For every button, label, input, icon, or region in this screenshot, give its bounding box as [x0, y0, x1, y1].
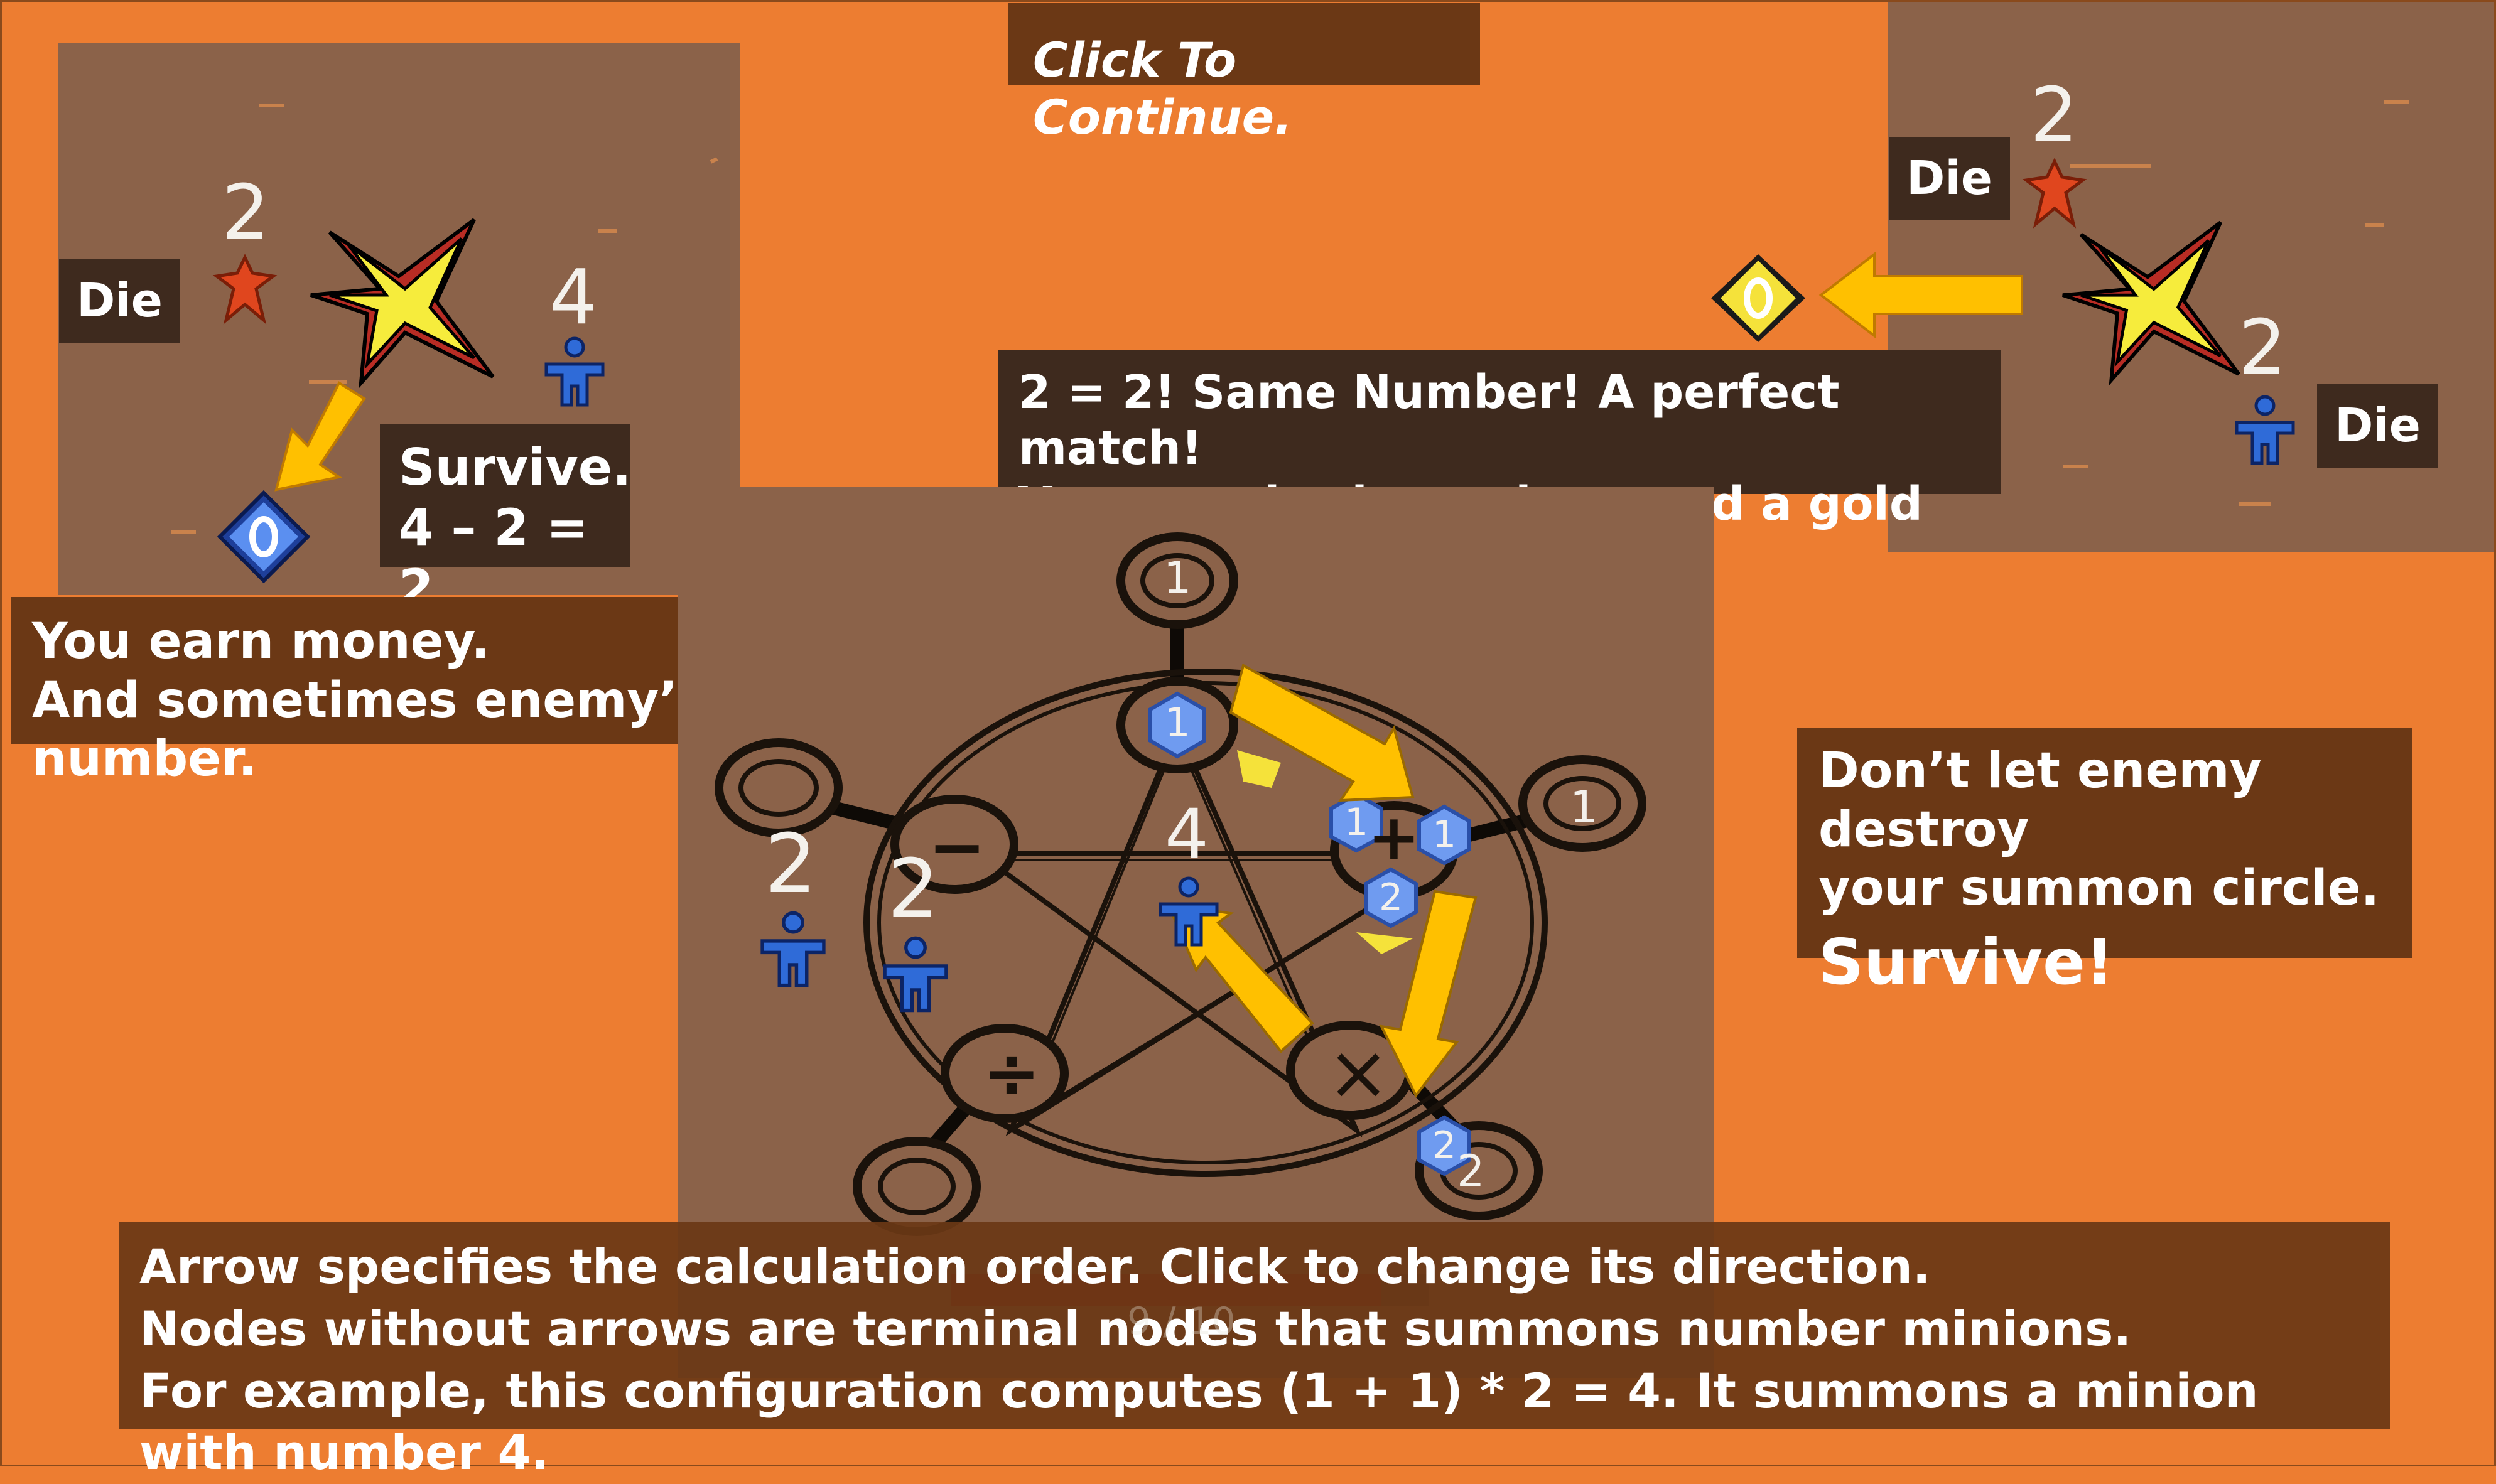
money-line-2: And sometimes enemy’s number. — [32, 672, 707, 788]
hex-a-value: 1 — [1344, 800, 1369, 844]
bottom-line-2: Nodes without arrows are terminal nodes … — [139, 1300, 2132, 1357]
hex-token-b — [1417, 804, 1471, 866]
minion-left — [760, 911, 826, 987]
bottom-line-3: For example, this configuration computes… — [139, 1362, 2259, 1481]
bottom-right-node-value: 2 — [1457, 1146, 1485, 1197]
explosion-icon-left — [310, 218, 495, 389]
arrow-upper-to-plus[interactable] — [1229, 664, 1415, 802]
enemy-number-left: 2 — [222, 169, 270, 257]
node-far-right[interactable] — [1518, 755, 1646, 852]
coin-icon-left — [217, 490, 311, 584]
node-minus[interactable] — [890, 795, 1018, 894]
ally-number-left: 4 — [549, 254, 598, 341]
match-line-1: 2 = 2! Same Number! A perfect match! — [1018, 365, 1840, 475]
survive-right-line-3: Survive! — [1818, 925, 2114, 999]
hex-token-a — [1329, 792, 1383, 853]
hex-token-upper — [1148, 691, 1206, 759]
minion-left-number: 2 — [765, 816, 817, 911]
node-bottom-left[interactable] — [853, 1137, 981, 1236]
small-arrow-2 — [1356, 932, 1413, 954]
die-label-right-top: Die — [1889, 137, 2010, 220]
dirt-texture — [171, 104, 718, 534]
small-arrow-1 — [1237, 750, 1281, 788]
center-minion-number: 4 — [1165, 794, 1209, 874]
node-divide[interactable] — [941, 1024, 1069, 1123]
center-minion — [1159, 876, 1219, 947]
survive-caption-left: Survive. 4 – 2 = 2 — [380, 424, 632, 617]
summon-circle — [715, 532, 1646, 1306]
enemy-number-right: 2 — [2030, 72, 2078, 159]
bottom-line-1: Arrow specifies the calculation order. C… — [139, 1239, 1931, 1294]
match-caption: 2 = 2! Same Number! A perfect match! You… — [998, 350, 2001, 586]
node-far-left[interactable] — [715, 738, 843, 837]
minus-operator: − — [928, 807, 986, 887]
gold-coin-icon — [1711, 254, 1805, 342]
ally-number-right: 2 — [2239, 304, 2287, 392]
dirt-texture-right — [2063, 100, 2409, 506]
enemy-minion-right — [2022, 158, 2087, 229]
ally-minion-left — [544, 336, 605, 407]
hex-token-d — [1417, 1115, 1471, 1176]
yellow-arrow-left — [274, 381, 366, 492]
progress-text: 9 / 10 — [1127, 1299, 1236, 1343]
hex-d-value: 2 — [1432, 1124, 1457, 1168]
enemy-minion-left — [212, 254, 278, 325]
minion-mid-number: 2 — [887, 841, 939, 937]
node-top[interactable] — [1116, 532, 1238, 629]
survive-caption-right: Don’t let enemy destroy your summon circ… — [1797, 728, 2412, 999]
survive-line-1: Survive. — [399, 438, 632, 497]
arrow-plus-to-multiply[interactable] — [1379, 890, 1478, 1098]
hex-b-value: 1 — [1432, 813, 1457, 857]
explosion-icon-right — [2062, 220, 2240, 386]
multiply-operator: × — [1327, 1030, 1390, 1117]
money-line-1: You earn money. — [32, 613, 490, 670]
survive-right-line-1: Don’t let enemy destroy — [1818, 743, 2262, 858]
die-label-right-bottom: Die — [2317, 384, 2438, 468]
node-right-value: 1 — [1570, 782, 1598, 833]
hex-c-value: 2 — [1379, 876, 1403, 920]
plus-operator: + — [1368, 800, 1420, 874]
divide-operator: ÷ — [983, 1033, 1041, 1113]
die-label-left: Die — [59, 259, 180, 343]
yellow-arrow-right — [1818, 251, 2023, 339]
bottom-caption: Arrow specifies the calculation order. C… — [119, 1222, 2390, 1480]
hex-token-c — [1364, 867, 1418, 928]
node-top-value: 1 — [1164, 552, 1192, 604]
ally-minion-right — [2235, 395, 2295, 465]
survive-right-line-2: your summon circle. — [1818, 860, 2380, 917]
minion-mid — [883, 936, 948, 1013]
click-to-continue-button[interactable]: Click To Continue. — [1008, 3, 1480, 145]
node-upper-value: 1 — [1165, 700, 1191, 746]
